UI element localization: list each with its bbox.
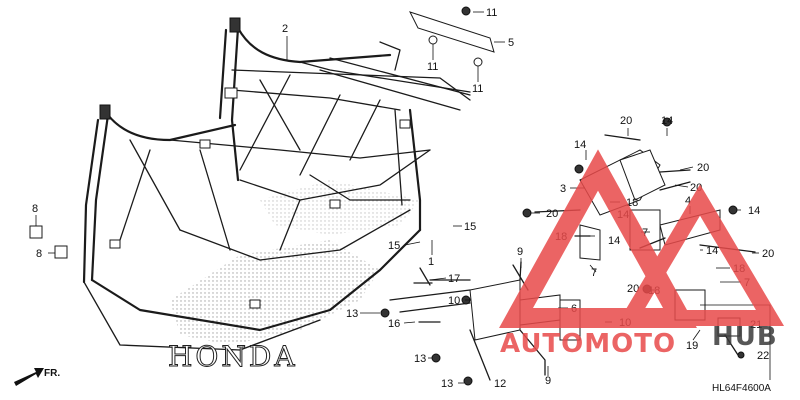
watermark-triangle-right	[615, 184, 785, 326]
callout-11: 11	[427, 61, 438, 73]
callout-7: 7	[642, 227, 648, 239]
callout-16: 16	[388, 318, 400, 330]
callout-8: 8	[36, 248, 42, 260]
callout-17: 17	[448, 273, 460, 285]
callout-13: 13	[346, 308, 358, 320]
callout-14: 14	[661, 115, 673, 127]
callout-14: 14	[574, 139, 586, 151]
callout-13: 13	[414, 353, 426, 365]
callout-20: 20	[762, 248, 774, 260]
front-direction-arrow: FR.	[14, 368, 60, 386]
callout-20: 20	[697, 162, 709, 174]
callout-15: 15	[464, 221, 476, 233]
callout-19: 19	[686, 340, 698, 352]
front-label: FR.	[44, 368, 60, 379]
callout-12: 12	[494, 378, 506, 390]
left-bolts-8	[29, 225, 68, 259]
watermark-text-left: AUTOMOTO	[500, 329, 676, 359]
callout-7: 7	[591, 267, 597, 279]
honda-logo: HONDA	[168, 340, 298, 374]
callout-20: 20	[620, 115, 632, 127]
callout-14: 14	[748, 205, 760, 217]
honda-logo-text: HONDA	[168, 340, 298, 373]
callout-11: 11	[486, 7, 497, 19]
callout-1: 1	[428, 256, 434, 268]
callout-13: 13	[441, 378, 453, 390]
callout-9: 9	[517, 246, 523, 258]
callout-11: 11	[472, 83, 483, 95]
callout-9: 9	[545, 375, 551, 387]
callout-10: 10	[448, 295, 460, 307]
part-cover-plate	[409, 6, 495, 67]
callout-15: 15	[388, 240, 400, 252]
callout-4: 4	[685, 195, 691, 207]
callout-22: 22	[757, 350, 769, 362]
callout-3: 3	[560, 183, 566, 195]
main-frame-drawing	[82, 17, 471, 351]
callout-14: 14	[608, 235, 620, 247]
watermark-triangle-left	[499, 149, 697, 328]
callout-8: 8	[32, 203, 38, 215]
automotohub-watermark: AUTOMOTO HUB	[499, 149, 785, 359]
callout-20: 20	[546, 208, 558, 220]
watermark-text-right: HUB	[712, 322, 778, 352]
drawing-code: HL64F4600A	[712, 383, 771, 394]
callout-2: 2	[282, 23, 288, 35]
callout-14: 14	[706, 245, 718, 257]
callout-5: 5	[508, 37, 514, 49]
